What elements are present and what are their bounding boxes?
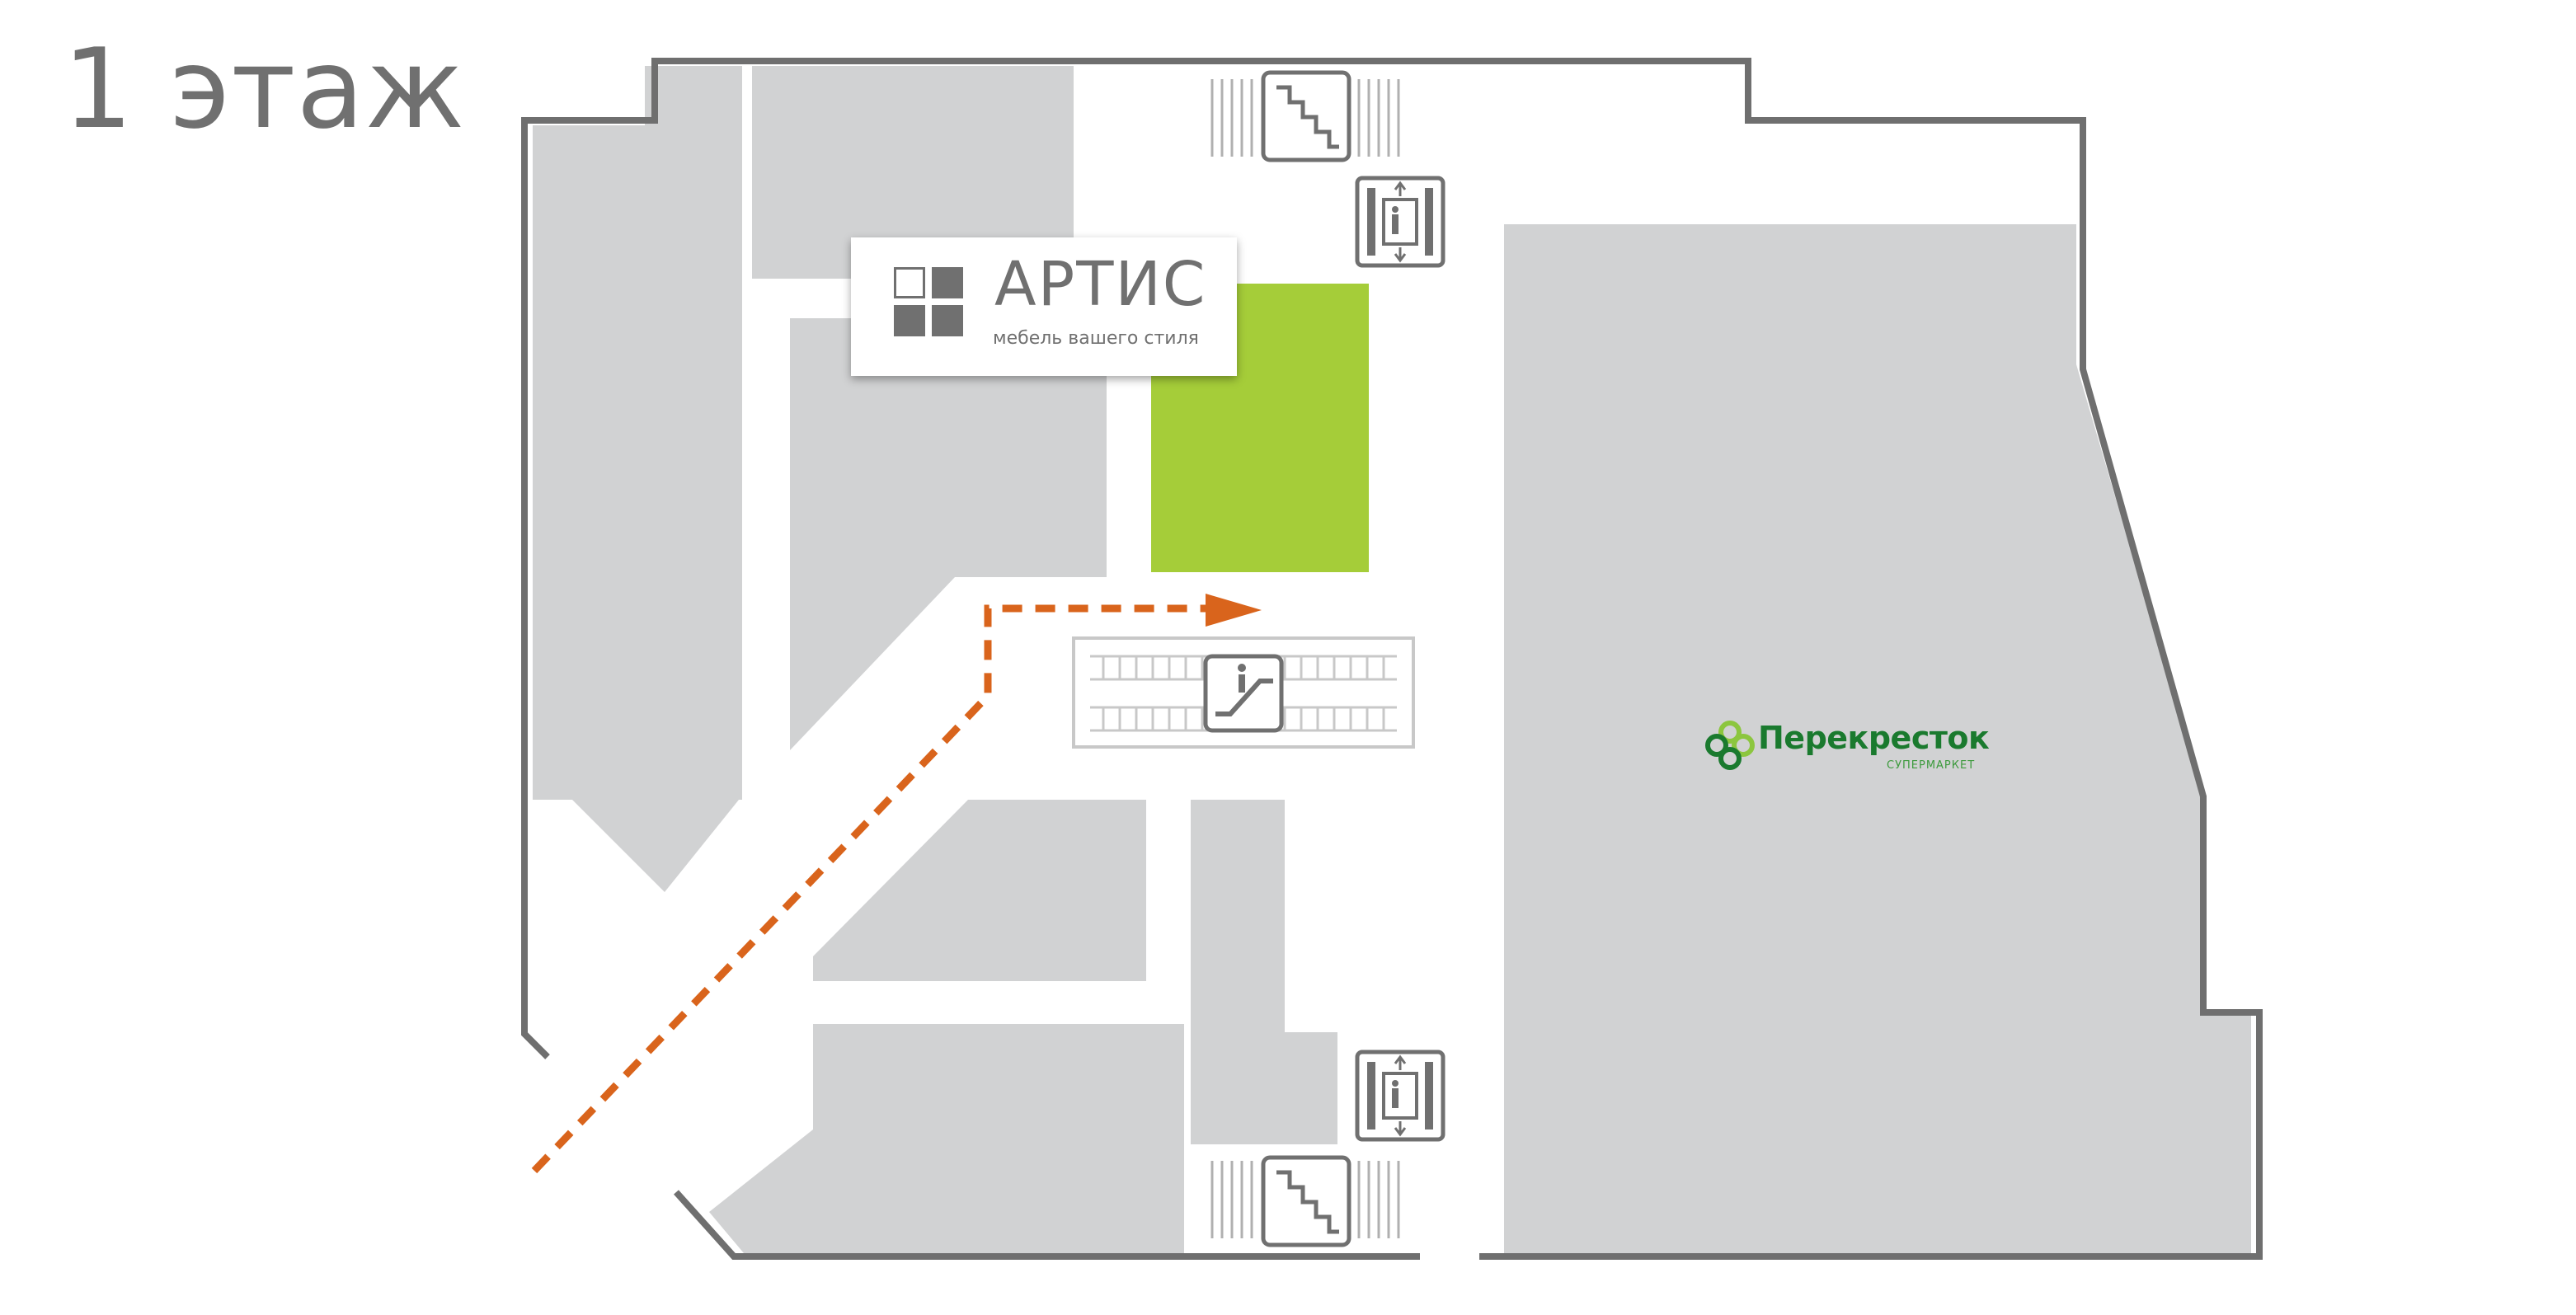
artis-four-squares-icon — [894, 267, 966, 340]
route-path — [531, 594, 1262, 1174]
shop-east-narrow[interactable] — [1191, 800, 1337, 1144]
artis-store-tagline: мебель вашего стиля — [993, 328, 1199, 349]
artis-store-label[interactable]: АРТИС мебель вашего стиля — [851, 237, 1237, 376]
elevator-icon — [1355, 1050, 1445, 1142]
elevator-icon — [1355, 176, 1445, 268]
perekrestok-logo[interactable]: Перекресток СУПЕРМАРКЕТ — [1704, 719, 1990, 777]
floor-title: 1 этаж — [63, 25, 466, 153]
perekrestok-subtitle: СУПЕРМАРКЕТ — [1887, 759, 1976, 772]
stairs-top[interactable] — [1210, 70, 1400, 162]
shop-blocks — [533, 66, 2251, 1253]
building-walls — [521, 58, 2263, 1260]
shop-north[interactable] — [752, 66, 1074, 279]
artis-store-name: АРТИС — [994, 249, 1207, 320]
perekrestok-clover-icon — [1705, 721, 1755, 770]
shop-center-middle[interactable] — [813, 800, 1146, 981]
stairs-bottom[interactable] — [1210, 1155, 1400, 1247]
perekrestok-name: Перекресток — [1758, 720, 1990, 756]
escalator-area[interactable] — [1072, 636, 1415, 749]
route-arrowhead-icon — [1206, 594, 1262, 627]
shop-center-south[interactable] — [709, 1024, 1184, 1253]
shop-central-west[interactable] — [790, 318, 1107, 750]
shop-west-large[interactable] — [533, 66, 742, 892]
elevator-bottom[interactable] — [1355, 1050, 1445, 1142]
elevator-top[interactable] — [1355, 176, 1445, 268]
shop-perekrestok[interactable] — [1504, 224, 2251, 1253]
